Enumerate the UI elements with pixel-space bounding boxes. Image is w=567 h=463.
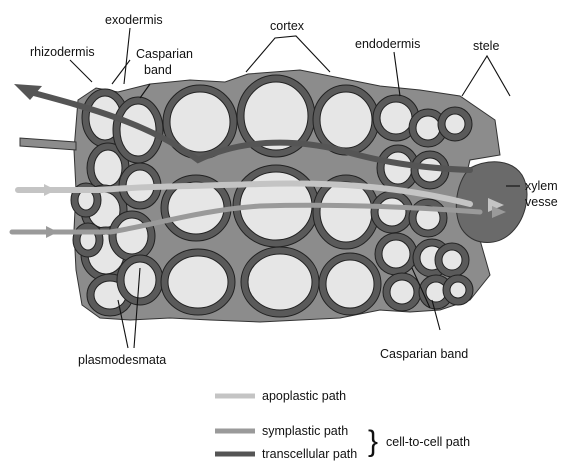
symplastic-arrowhead-in xyxy=(46,226,58,238)
cell-lumen xyxy=(326,260,374,308)
legend-apoplastic-label: apoplastic path xyxy=(262,389,346,403)
cell-lumen xyxy=(384,152,412,184)
label-endodermis: endodermis xyxy=(355,37,420,51)
cell-lumen xyxy=(450,282,466,298)
cell-lumen xyxy=(390,280,414,304)
legend-transcellular-label: transcellular path xyxy=(262,447,357,461)
cell-lumen xyxy=(320,92,372,148)
label-xylem-1: xylem xyxy=(525,179,558,193)
label-cortex: cortex xyxy=(270,19,305,33)
cell-lumen xyxy=(320,182,372,242)
label-plasmodesmata: plasmodesmata xyxy=(78,353,166,367)
label-rhizodermis: rhizodermis xyxy=(30,45,95,59)
cell-lumen xyxy=(442,250,462,270)
cell-lumen xyxy=(445,114,465,134)
cell-lumen xyxy=(248,254,312,310)
cell-lumen xyxy=(168,256,228,308)
cell-lumen xyxy=(170,92,230,152)
legend-group-label: cell-to-cell path xyxy=(386,435,470,449)
cell-lumen xyxy=(124,262,156,298)
cell-lumen xyxy=(168,182,224,234)
label-exodermis: exodermis xyxy=(105,13,163,27)
label-casparian-band-top-1: Casparian xyxy=(136,47,193,61)
label-xylem-2: vesse xyxy=(525,195,558,209)
legend: apoplastic path symplastic path transcel… xyxy=(215,389,470,461)
cell-lumen xyxy=(380,102,412,134)
cell-lumen xyxy=(416,116,440,140)
legend-brace: } xyxy=(368,425,378,458)
apoplastic-arrowhead-in xyxy=(44,184,56,196)
root-hair xyxy=(20,138,76,150)
label-casparian-band-top-2: band xyxy=(144,63,172,77)
cell-lumen xyxy=(382,240,410,268)
label-stele: stele xyxy=(473,39,499,53)
label-casparian-band-bottom: Casparian band xyxy=(380,347,468,361)
cell-lumen xyxy=(378,198,406,226)
legend-symplastic-label: symplastic path xyxy=(262,424,348,438)
cell-lumen xyxy=(94,150,122,186)
